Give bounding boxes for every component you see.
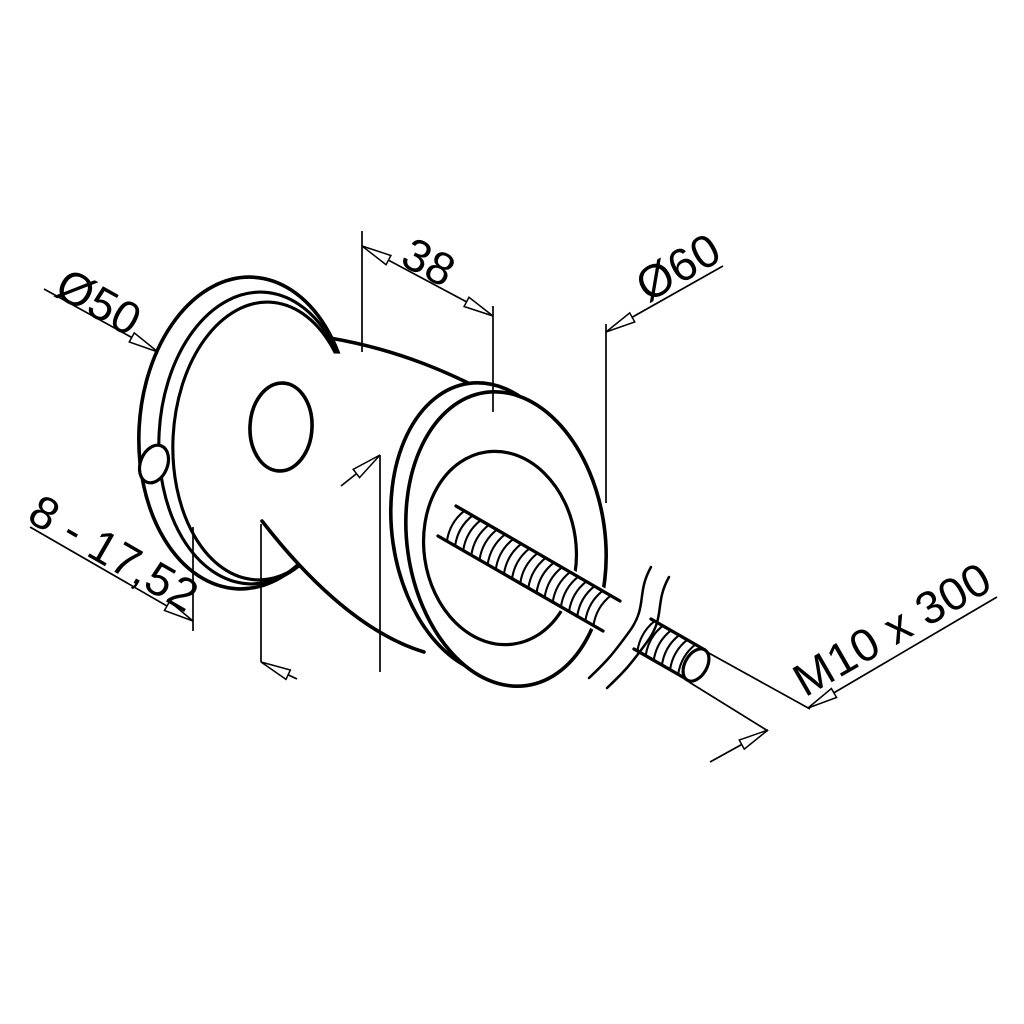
thread-crest-line [510,547,531,579]
center-face-arrowhead [352,454,381,479]
thread-crest-line [644,624,664,657]
thread-crest-line [660,634,681,666]
dim-flange-diameter: Ø60 [605,222,730,503]
thread-crest-line [502,542,523,575]
thread-crest-line [668,638,689,671]
center-face-reference [340,454,381,672]
rod-thread-ext-line-upper [706,651,811,710]
flange-diameter-arrowhead [605,311,636,333]
clamp-body-bottom-silhouette [260,519,426,654]
rod-break-curve-2 [605,575,671,690]
thread-crest-line [677,643,697,675]
thread-crest-line [486,533,506,565]
clamp-range-arrowhead-left [163,600,194,622]
glass-adapter-part [137,275,711,690]
rod-thread-arrowhead-lower [738,729,769,751]
thread-crest-line [535,561,555,594]
thread-crest-line [636,619,656,652]
rod-thread-arrowhead [807,687,838,709]
thread-crest-line [543,566,563,598]
flange-diameter-label: Ø60 [627,222,730,311]
body-length-label: 38 [394,227,464,297]
thread-crest-line [445,509,466,542]
disc-diameter-arrowhead [128,331,159,353]
rod-thread-leader-line [807,596,998,709]
thread-crest-line [592,594,612,626]
dim-rod-thread: M10 x 300 [688,552,1000,763]
rod-thread-crests [445,509,697,675]
thread-crest-line [576,585,596,617]
thread-crest-line [478,528,498,561]
thread-crest-line [527,556,547,589]
thread-crest-line [494,538,514,570]
dim-disc-diameter: Ø50 [43,258,159,353]
thread-crest-line [551,571,571,603]
rod-thread-label: M10 x 300 [784,552,1000,707]
rod-end-face [681,647,711,683]
thread-crest-line [470,524,490,556]
thread-crest-line [454,514,474,547]
body-length-arrowhead-left [361,245,393,266]
center-boss [248,381,314,473]
thread-crest-line [519,552,539,584]
thread-crest-line [462,519,482,551]
thread-crest-line [652,629,672,661]
thread-crest-line [567,580,588,612]
body-length-arrowhead-right [462,296,494,317]
disc-pin-hole [137,443,171,485]
rod-thread-ext-line-lower [688,681,769,732]
rod-break-curve-1 [587,565,653,680]
thread-crest-line [559,575,580,608]
clamp-range-arrowhead-right [260,661,292,681]
thread-crest-line [584,589,604,622]
clamp-range-dim-line-left [29,526,194,622]
